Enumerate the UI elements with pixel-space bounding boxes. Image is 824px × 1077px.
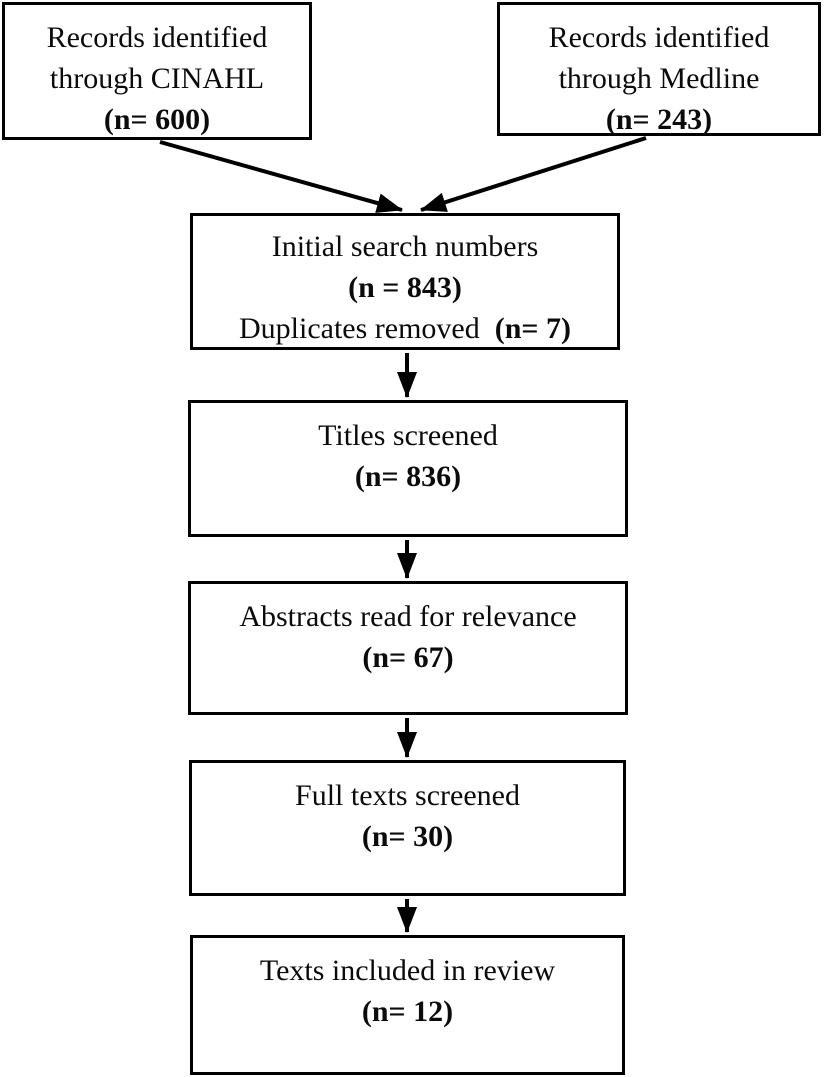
record-count: (n= 67)	[362, 641, 454, 674]
box-text-line: Abstracts read for relevance	[239, 600, 577, 633]
box-texts-included: Texts included in review (n= 12)	[190, 935, 625, 1075]
record-count: (n= 243)	[605, 103, 713, 136]
box-text-line: Records identified	[46, 21, 268, 54]
box-text-line: Titles screened	[318, 419, 498, 452]
box-text-line: through CINAHL	[49, 62, 265, 95]
box-titles-screened: Titles screened (n= 836)	[188, 400, 628, 537]
box-text-line: Duplicates removed (n= 7)	[193, 308, 617, 349]
box-abstracts-read: Abstracts read for relevance (n= 67)	[188, 581, 628, 715]
box-records-medline: Records identified through Medline (n= 2…	[497, 2, 821, 136]
box-records-cinahl: Records identified through CINAHL (n= 60…	[2, 2, 312, 140]
record-count: (n = 843)	[348, 271, 462, 304]
record-count: (n= 836)	[354, 460, 462, 493]
arrow-cinahl-to-initial	[159, 140, 403, 213]
box-initial-search: Initial search numbers (n = 843) Duplica…	[190, 213, 620, 350]
record-count: (n= 30)	[361, 820, 454, 853]
duplicates-removed-count: (n= 7)	[494, 312, 571, 345]
box-text-line: Texts included in review	[259, 954, 556, 987]
box-full-texts-screened: Full texts screened (n= 30)	[189, 760, 626, 896]
record-count: (n= 600)	[103, 103, 211, 136]
record-count: (n= 12)	[361, 995, 454, 1028]
box-text-line: Initial search numbers	[271, 230, 539, 263]
box-text-line: Full texts screened	[295, 779, 520, 812]
box-text-line: Records identified	[548, 21, 770, 54]
arrow-medline-to-initial	[420, 136, 647, 212]
box-text-line: through Medline	[558, 62, 760, 95]
duplicates-removed-label: Duplicates removed	[238, 312, 495, 345]
